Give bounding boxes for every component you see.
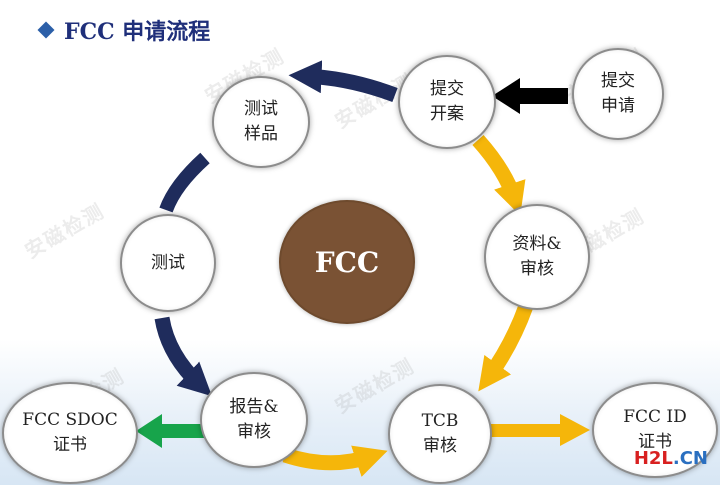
node-report-review: 报告& 审核 <box>200 372 308 468</box>
node-fcc-sdoc-cert: FCC SDOC 证书 <box>2 382 138 484</box>
node-tcb-review: TCB 审核 <box>388 384 492 484</box>
arrow-docs-to-tcb <box>478 303 534 392</box>
arrow-report-to-sdoc-head <box>136 414 162 448</box>
node-label: TCB 审核 <box>421 411 459 456</box>
node-label: 测试 样品 <box>244 99 278 144</box>
arrow-report-to-sdoc-shaft <box>160 424 204 438</box>
logo-text: .CN <box>672 448 708 469</box>
page-title: FCC 申请流程 <box>37 14 211 46</box>
node-label: 报告& 审核 <box>229 397 279 442</box>
diamond-bullet-icon <box>37 21 55 39</box>
node-label: FCC ID 证书 <box>623 407 687 452</box>
arrow-tcb-to-fccid-shaft <box>491 424 561 437</box>
node-label: 提交 申请 <box>601 71 635 116</box>
arrow-tcb-to-fccid-head <box>560 414 590 446</box>
node-test: 测试 <box>120 214 216 312</box>
node-label: 提交 开案 <box>430 79 464 124</box>
node-test-sample: 测试 样品 <box>212 76 310 168</box>
node-fcc-id-cert: FCC ID 证书 <box>592 382 718 478</box>
arrow-submit-to-case-shaft <box>518 88 568 104</box>
node-label: 测试 <box>151 252 185 273</box>
node-submit-application: 提交 申请 <box>572 48 664 140</box>
arrow-report-to-tcb <box>282 445 388 477</box>
arrow-test-to-report <box>154 316 213 397</box>
node-docs-review: 资料& 审核 <box>484 204 590 310</box>
arrow-case-to-sample <box>288 60 398 103</box>
page-title-text: FCC 申请流程 <box>64 19 211 45</box>
arrow-case-to-docs <box>472 134 526 216</box>
site-logo: H2L.CN <box>634 448 708 469</box>
node-label: 资料& 审核 <box>512 234 562 279</box>
node-label: FCC SDOC 证书 <box>22 410 118 455</box>
arrow-submit-to-case-head <box>492 78 520 114</box>
center-node-label: FCC <box>314 245 380 279</box>
node-submit-case: 提交 开案 <box>398 55 496 149</box>
arrow-sample-to-test <box>159 152 210 213</box>
logo-text: H2L <box>633 448 673 469</box>
center-node-fcc: FCC <box>279 200 415 324</box>
